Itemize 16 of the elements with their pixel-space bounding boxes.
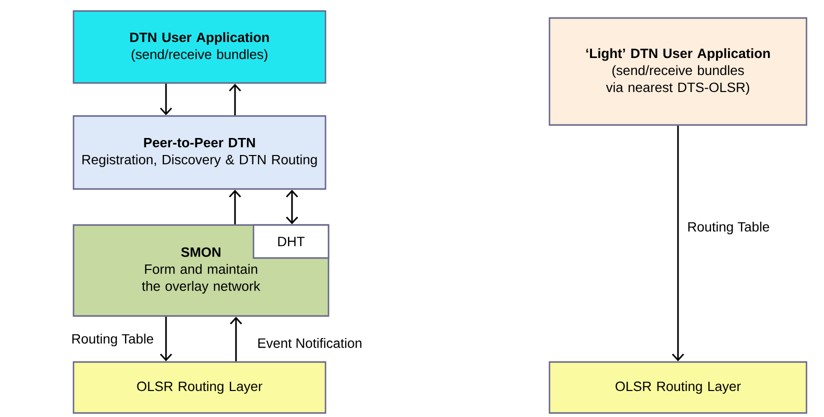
arrow [228, 190, 242, 224]
edge-label: Routing Table [686, 220, 771, 236]
layer-box: OLSR Routing Layer [72, 361, 326, 414]
layer-box: DTN User Application (send/receive bundles) [72, 10, 326, 84]
arrow [228, 84, 242, 116]
module-box: DHT [252, 224, 330, 259]
arrow [160, 84, 172, 116]
layer-box: OLSR Routing Layer [548, 361, 808, 414]
application-box: ‘Light’ DTN User Application (send/receive bundles via nearest DTS-OLSR) [548, 17, 808, 126]
arrow [672, 126, 684, 362]
arrow [286, 190, 298, 224]
layer-box: Peer-to-Peer DTN Registration, Discovery & DTN Routing [72, 115, 326, 190]
edge-label: Routing Table [70, 332, 155, 348]
arrow [160, 316, 172, 362]
arrow [230, 316, 242, 362]
edge-label: Event Notification [256, 337, 364, 349]
